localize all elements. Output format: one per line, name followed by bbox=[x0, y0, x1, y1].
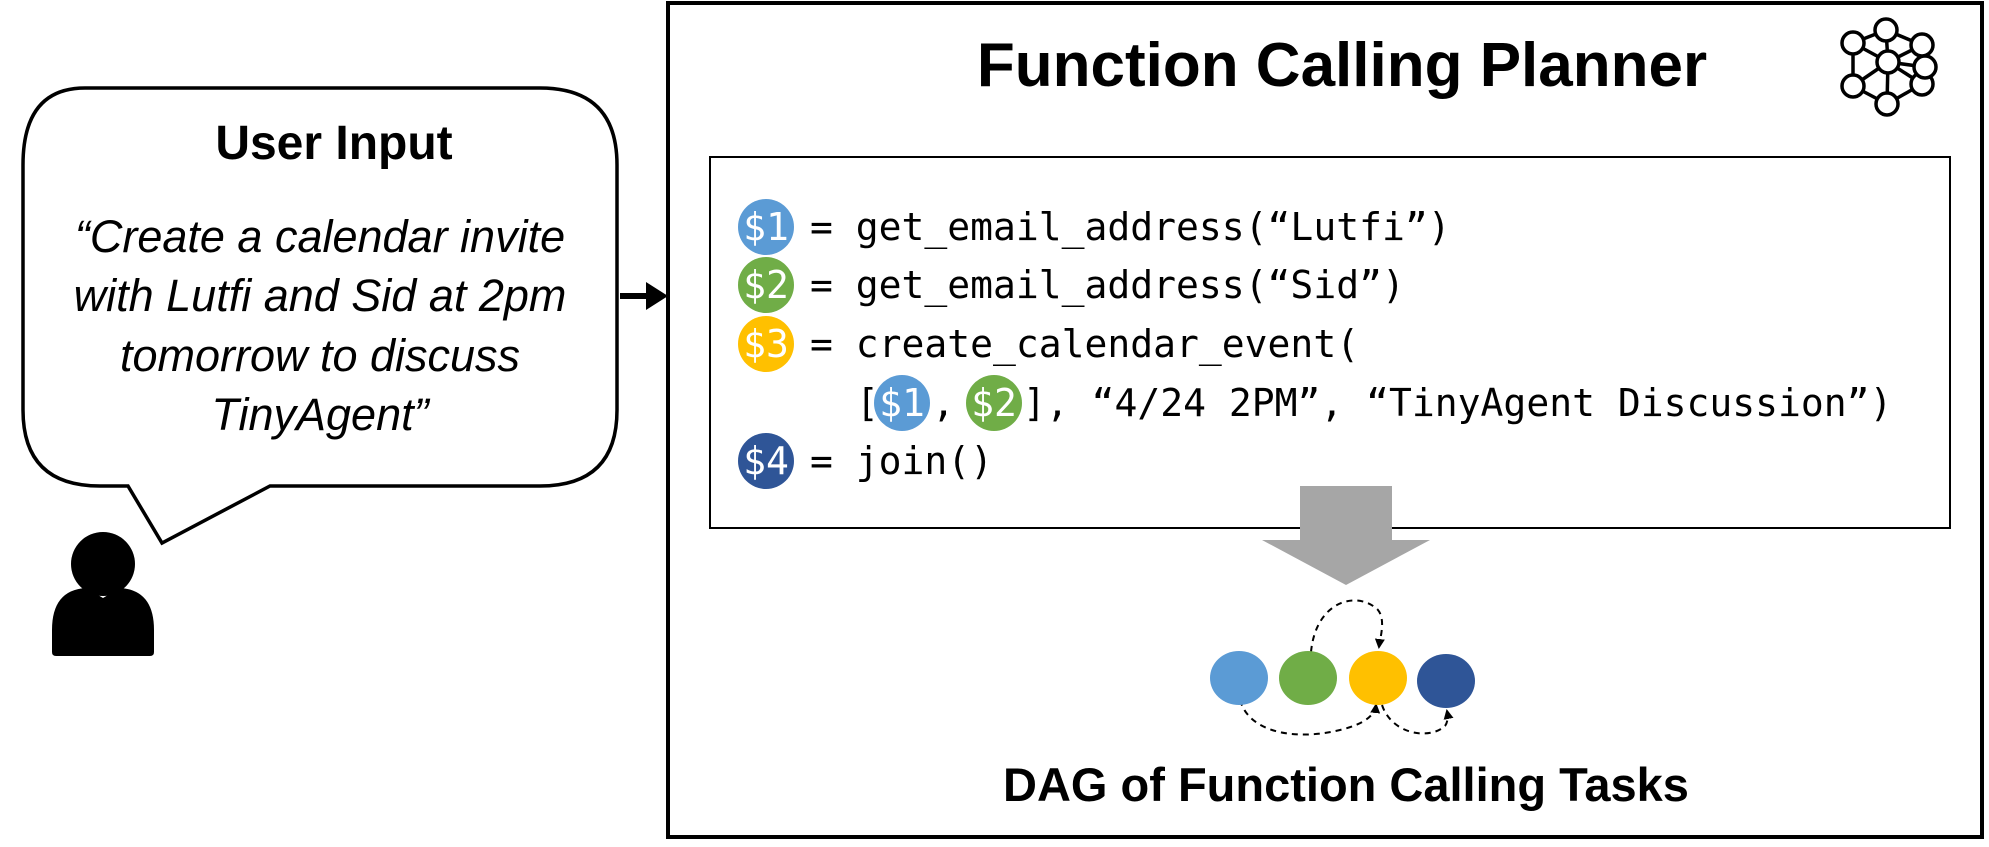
dag-graph bbox=[1210, 599, 1475, 736]
arg1-badge-label: $1 bbox=[879, 381, 925, 425]
arg1-badge bbox=[874, 375, 930, 431]
code-line-4: [ $1 , $2 ], “4/24 2PM”, “TinyAgent Disc… bbox=[856, 375, 1892, 431]
code-line-1: $1 = get_email_address(“Lutfi”) bbox=[738, 199, 1451, 255]
dag-edge-task1-to-task3 bbox=[1239, 699, 1381, 736]
task4-badge-label: $4 bbox=[743, 439, 789, 483]
arg2-badge bbox=[966, 375, 1022, 431]
task3-badge-label: $3 bbox=[743, 322, 789, 366]
task1-badge-label: $1 bbox=[743, 205, 789, 249]
task2-badge bbox=[738, 257, 794, 313]
code-line-2: $2 = get_email_address(“Sid”) bbox=[738, 257, 1405, 313]
user-input-quote-line-4: TinyAgent” bbox=[211, 389, 430, 440]
input-to-planner-arrow bbox=[620, 282, 668, 310]
code-line-3-text: = create_calendar_event( bbox=[810, 322, 1359, 367]
task2-badge-label: $2 bbox=[743, 263, 789, 307]
dag-edge-task2-to-task3 bbox=[1310, 599, 1385, 653]
dag-label: DAG of Function Calling Tasks bbox=[1003, 758, 1689, 811]
speech-bubble-outline bbox=[21, 86, 619, 546]
code-line-4-text: ], “4/24 2PM”, “TinyAgent Discussion”) bbox=[1023, 381, 1892, 425]
dag-node-task4 bbox=[1417, 654, 1475, 708]
task4-badge bbox=[738, 433, 794, 489]
user-input-quote-line-2: with Lutfi and Sid at 2pm bbox=[74, 270, 567, 321]
arg2-badge-label: $2 bbox=[971, 381, 1017, 425]
code-box bbox=[709, 156, 1951, 529]
code-line-5-text: = join() bbox=[810, 439, 993, 483]
user-input-quote-line-3: tomorrow to discuss bbox=[120, 330, 520, 381]
user-input-bubble: User Input “Create a calendar invite wit… bbox=[21, 86, 619, 546]
user-input-quote-line-1: “Create a calendar invite bbox=[75, 211, 565, 262]
task1-badge bbox=[738, 199, 794, 255]
dag-edge-task3-to-task4 bbox=[1381, 704, 1454, 735]
code-line-4-separator: , bbox=[932, 381, 955, 425]
dag-node-task2 bbox=[1279, 651, 1337, 705]
planner-title: Function Calling Planner bbox=[977, 31, 1707, 100]
code-line-1-text: = get_email_address(“Lutfi”) bbox=[810, 205, 1451, 250]
code-line-4-open-bracket: [ bbox=[856, 381, 879, 425]
user-input-heading: User Input bbox=[215, 117, 452, 170]
dag-node-task1 bbox=[1210, 651, 1268, 705]
code-line-2-text: = get_email_address(“Sid”) bbox=[810, 263, 1405, 308]
dag-node-task3 bbox=[1349, 651, 1407, 705]
down-arrow bbox=[1262, 486, 1430, 585]
task3-badge bbox=[738, 316, 794, 372]
code-line-3: $3 = create_calendar_event( bbox=[738, 316, 1359, 372]
code-line-5: $4 = join() bbox=[738, 433, 993, 489]
neural-network-icon bbox=[1840, 17, 1938, 117]
user-person-icon bbox=[52, 532, 154, 656]
